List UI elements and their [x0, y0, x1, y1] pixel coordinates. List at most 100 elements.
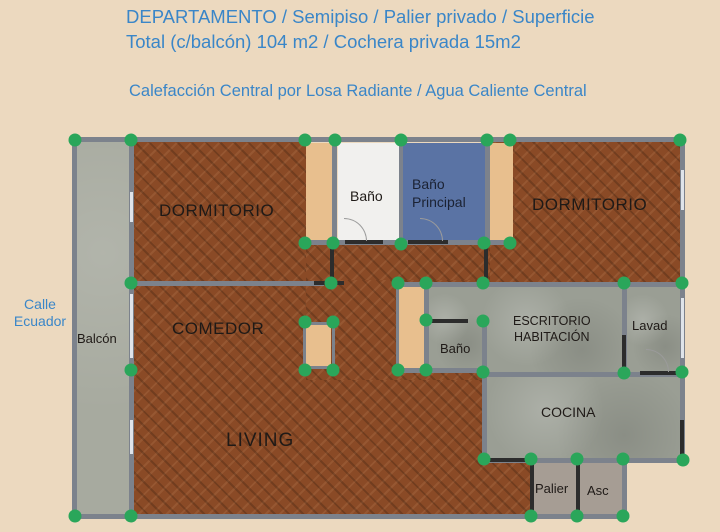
wall-closet-comedor	[303, 322, 335, 369]
door-frame-cocina	[680, 420, 684, 460]
wall-node	[298, 363, 312, 377]
room-label-bano: Baño	[350, 188, 383, 204]
closet-hall	[399, 285, 426, 370]
wall-node	[298, 133, 312, 147]
wall-lavad-left	[622, 282, 627, 376]
closet-comedor	[306, 325, 331, 367]
palier-area	[533, 461, 577, 515]
wall-node	[328, 133, 342, 147]
wall-node	[326, 236, 340, 250]
escritorio-area	[484, 285, 624, 377]
wall-node	[570, 452, 584, 466]
room-label-comedor: COMEDOR	[172, 319, 265, 338]
wall-top	[72, 137, 684, 142]
wall-service-bottom	[398, 368, 486, 373]
window-dorm-right	[681, 170, 684, 210]
wall-closet-hall	[396, 282, 428, 373]
wall-node	[419, 313, 433, 327]
wall-left	[72, 137, 77, 519]
room-label-escritorio-line-2: HABITACIÓN	[514, 330, 590, 344]
wall-node	[326, 315, 340, 329]
wall-palier-right	[622, 458, 627, 518]
wall-node	[419, 363, 433, 377]
wall-closet-r	[485, 140, 490, 244]
window-comedor	[130, 294, 133, 358]
room-label-escritorio: ESCRITORIO HABITACIÓN	[513, 313, 591, 345]
wall-node	[391, 276, 405, 290]
bano-service-area	[428, 285, 484, 370]
door-frame-lavad	[640, 371, 678, 375]
wall-node	[124, 509, 138, 523]
wall-closet-l	[332, 140, 337, 244]
wall-escritorio-bottom	[484, 372, 684, 377]
closet-right	[488, 143, 513, 241]
bano-principal-area	[402, 143, 486, 241]
closet-left	[306, 143, 333, 241]
wall-bano-right	[482, 320, 487, 462]
room-label-escritorio-line-1: ESCRITORIO	[513, 314, 591, 328]
room-label-bano-principal-line-2: Principal	[412, 194, 466, 210]
room-label-balcon: Balcón	[77, 331, 117, 346]
wall-node	[524, 509, 538, 523]
dormitorio-left-area	[134, 140, 306, 284]
room-label-bano-service: Baño	[440, 341, 471, 356]
room-label-dormitorio-right: DORMITORIO	[532, 195, 648, 214]
wall-node	[616, 509, 630, 523]
room-label-bano-principal-line-1: Baño	[412, 176, 445, 192]
wall-node	[617, 276, 631, 290]
street-label-line-2: Ecuador	[13, 313, 67, 329]
header-line-3: Calefacción Central por Losa Radiante / …	[129, 82, 587, 100]
window-lavad	[681, 298, 684, 358]
wall-node	[68, 509, 82, 523]
room-label-lavad: Lavad	[632, 318, 668, 333]
street-label-line-1: Calle	[24, 296, 56, 312]
door-frame-asc	[576, 462, 580, 514]
wall-node	[394, 237, 408, 251]
wall-node	[324, 276, 338, 290]
wall-node	[476, 365, 490, 379]
wall-node	[675, 365, 689, 379]
wall-node	[616, 452, 630, 466]
door-frame-dorm	[330, 244, 334, 284]
wall-service-top	[398, 282, 685, 287]
wall-node	[676, 453, 690, 467]
wall-node	[675, 276, 689, 290]
wall-node	[476, 314, 490, 328]
asc-area	[579, 461, 624, 515]
door-frame-cocina-bottom	[488, 458, 526, 462]
room-label-asc: Asc	[587, 483, 609, 498]
window-dorm-left	[130, 192, 133, 222]
wall-node	[480, 133, 494, 147]
header-line-2: Total (c/balcón) 104 m2 / Cochera privad…	[126, 31, 521, 52]
wall-node	[124, 363, 138, 377]
wall-node	[124, 276, 138, 290]
balcony-area	[75, 140, 131, 516]
room-label-dormitorio-left: DORMITORIO	[159, 201, 275, 220]
wall-bottom	[72, 514, 627, 519]
room-label-living: LIVING	[226, 430, 295, 451]
wall-node	[570, 509, 584, 523]
wall-node	[503, 236, 517, 250]
wall-cocina-bottom	[484, 458, 684, 463]
wall-node	[419, 276, 433, 290]
wall-node	[68, 133, 82, 147]
cocina-area	[486, 375, 683, 461]
wall-node	[617, 366, 631, 380]
room-label-bano-principal: Baño Principal	[412, 175, 466, 211]
wall-bano-split	[399, 140, 403, 244]
wall-node	[391, 363, 405, 377]
room-label-cocina: COCINA	[541, 404, 596, 420]
wall-node	[476, 276, 490, 290]
wall-node	[673, 133, 687, 147]
door-frame-escritorio	[622, 335, 626, 373]
wall-dorm-divider	[134, 281, 324, 286]
wall-node	[524, 452, 538, 466]
door-frame-dorm-right	[484, 244, 488, 282]
wall-node	[124, 133, 138, 147]
door-frame-principal	[408, 240, 448, 244]
wall-node	[477, 452, 491, 466]
wall-node	[394, 133, 408, 147]
wall-node	[298, 236, 312, 250]
header-line-1: DEPARTAMENTO / Semipiso / Palier privado…	[126, 6, 595, 27]
